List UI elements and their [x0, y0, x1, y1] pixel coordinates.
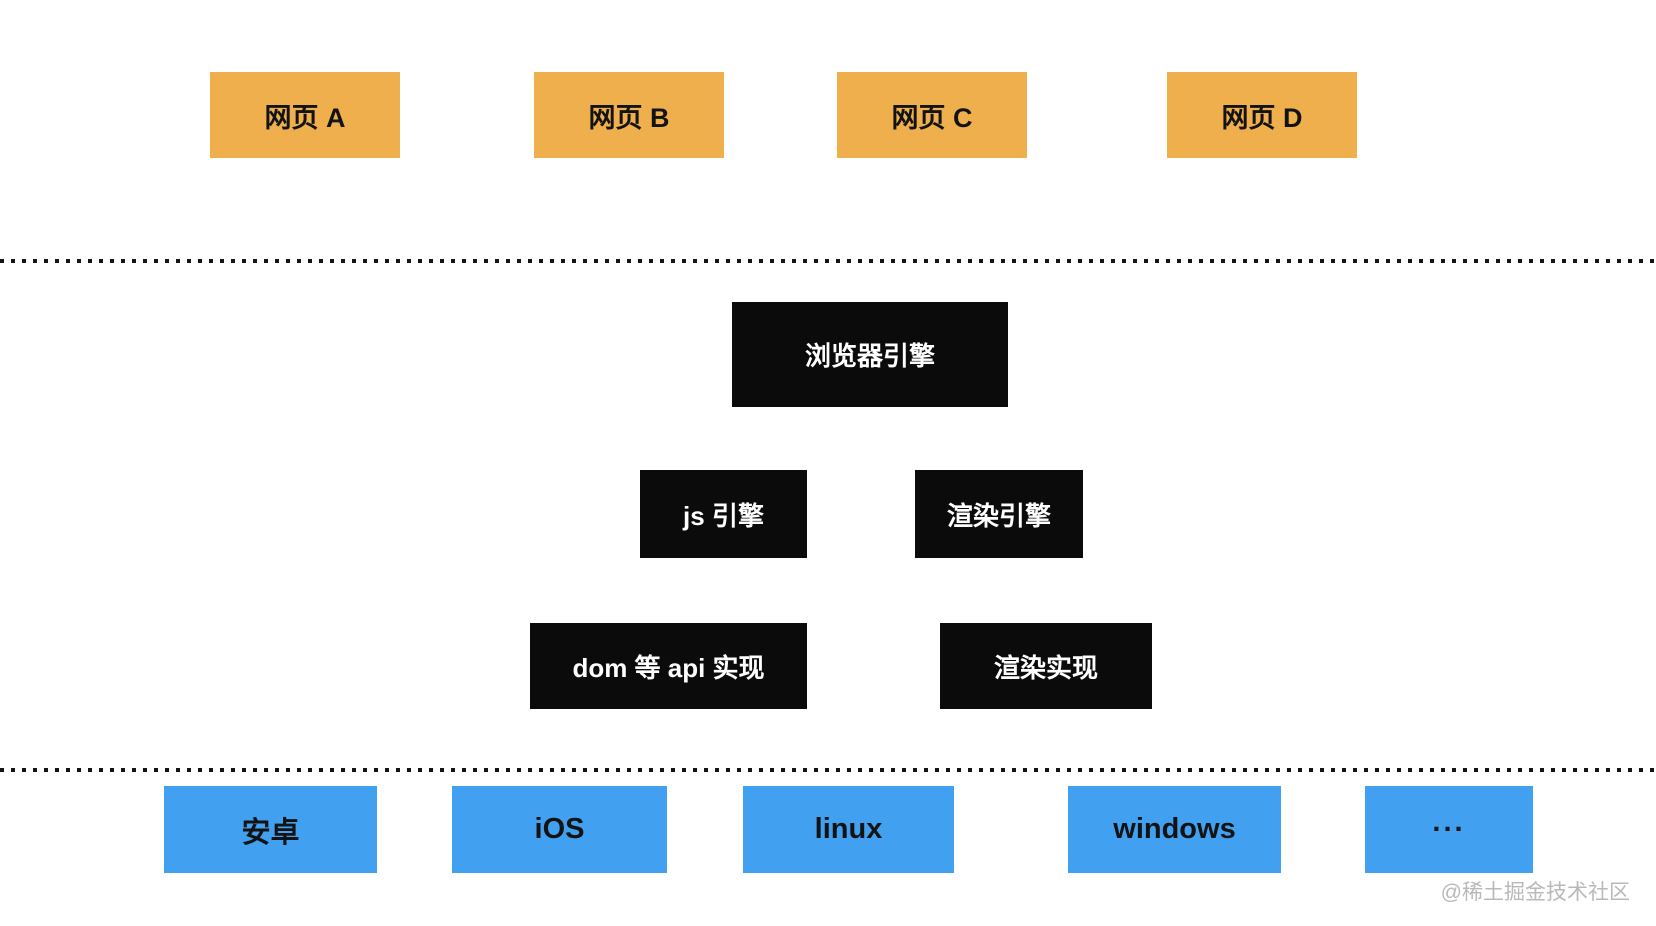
dom-api-implementation-box: dom 等 api 实现 — [530, 623, 807, 709]
webpage-c-box: 网页 C — [837, 72, 1027, 158]
js-engine-box: js 引擎 — [640, 470, 807, 558]
os-windows-box: windows — [1068, 786, 1281, 873]
webpage-b-box: 网页 B — [534, 72, 724, 158]
webpage-a-box: 网页 A — [210, 72, 400, 158]
render-implementation-box: 渲染实现 — [940, 623, 1152, 709]
os-android-box: 安卓 — [164, 786, 377, 873]
os-more-box: ... — [1365, 786, 1533, 873]
os-linux-box: linux — [743, 786, 954, 873]
os-ios-box: iOS — [452, 786, 667, 873]
browser-engine-box: 浏览器引擎 — [732, 302, 1008, 407]
render-engine-box: 渲染引擎 — [915, 470, 1083, 558]
ellipsis-label: ... — [1432, 806, 1466, 838]
watermark: @稀土掘金技术社区 — [1440, 881, 1630, 904]
webpage-d-box: 网页 D — [1167, 72, 1357, 158]
separator-line-bottom — [0, 768, 1656, 772]
separator-line-top — [0, 259, 1656, 263]
